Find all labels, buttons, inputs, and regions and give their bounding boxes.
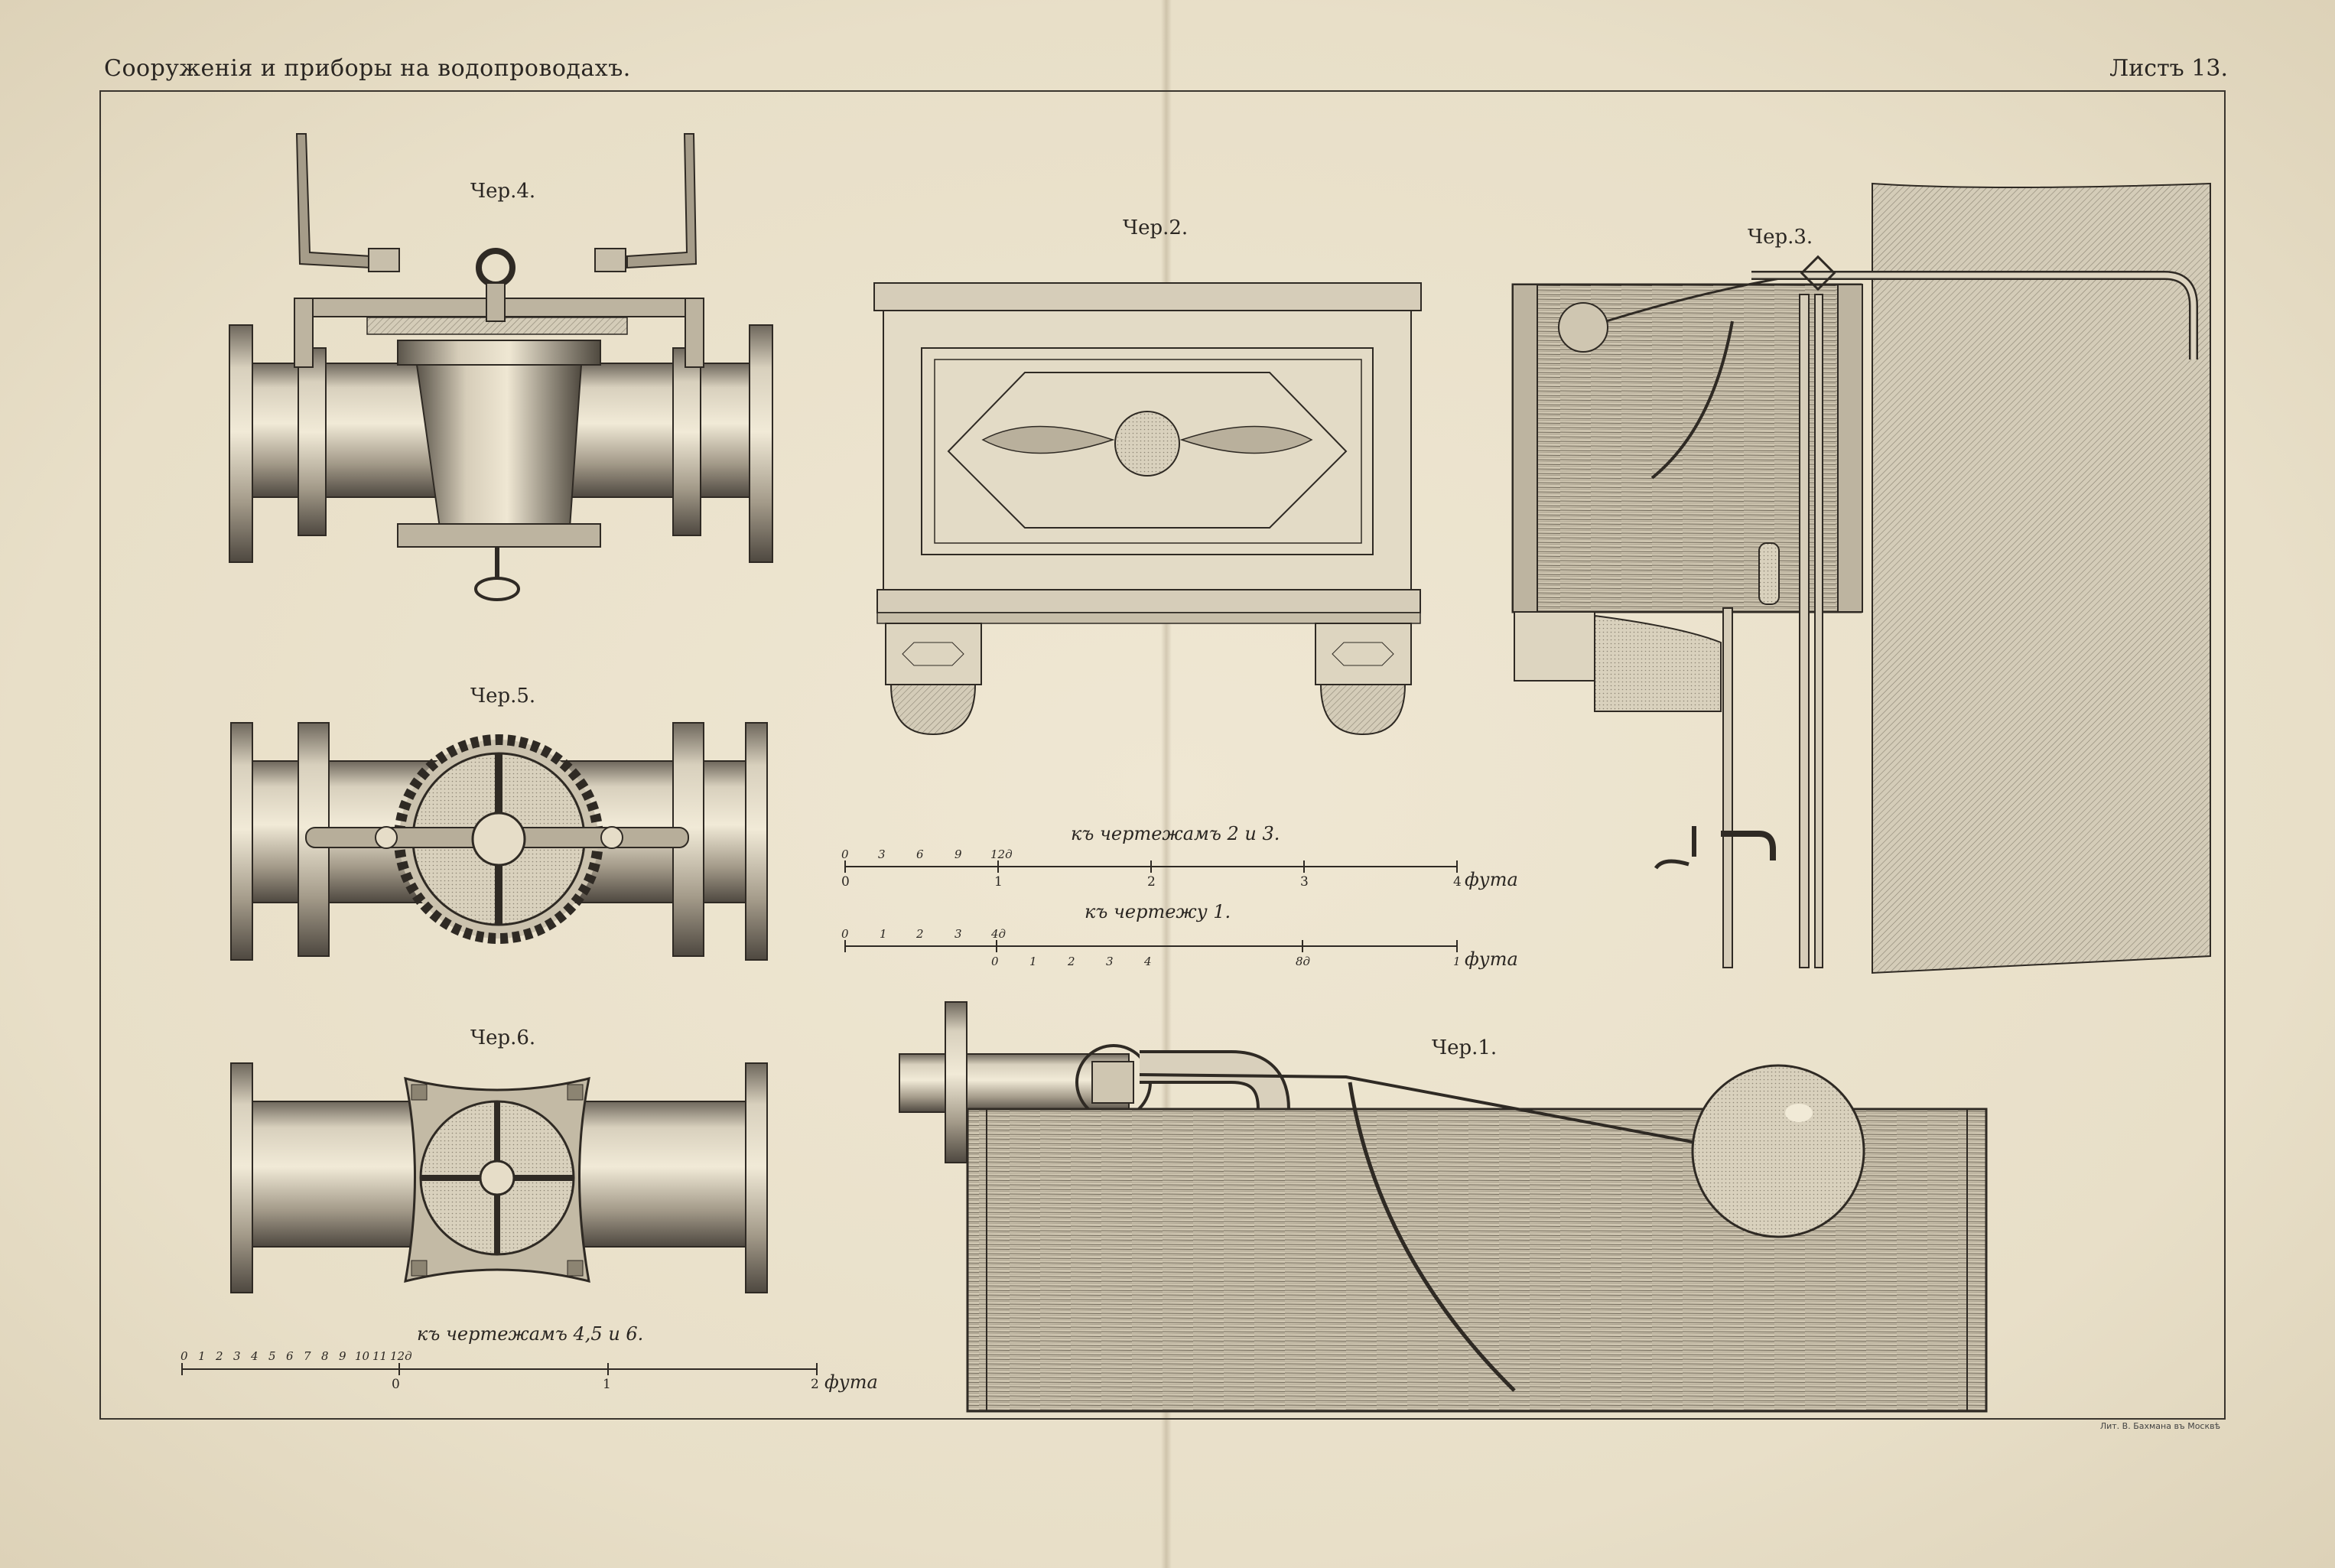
svg-text:2: 2: [1147, 874, 1156, 890]
svg-text:1: 1: [1029, 955, 1037, 968]
svg-text:2: 2: [915, 927, 924, 941]
svg-text:3: 3: [954, 927, 962, 941]
svg-text:фута: фута: [824, 1371, 878, 1393]
svg-text:9: 9: [339, 1349, 346, 1363]
svg-text:4: 4: [1143, 955, 1152, 968]
figure-1-label: Чер.1.: [1432, 1036, 1497, 1059]
scale-figures-2-3: къ чертежамъ 2 и 3. 0 3 6 9 12д 0 1 2 3 …: [841, 823, 1518, 890]
figure-6-label: Чер.6.: [470, 1026, 535, 1049]
figure-4-label: Чер.4.: [470, 180, 535, 203]
svg-text:5: 5: [268, 1349, 276, 1363]
figure-2-label: Чер.2.: [1123, 216, 1188, 239]
svg-text:3: 3: [1300, 874, 1309, 890]
svg-text:1: 1: [1453, 955, 1461, 968]
svg-text:0: 0: [841, 927, 849, 941]
svg-text:6: 6: [286, 1349, 294, 1363]
figure-5-pipe-gear-view: Чер.5.: [230, 685, 768, 961]
svg-text:2: 2: [1067, 955, 1075, 968]
figure-2-cistern-front: Чер.2.: [873, 216, 1422, 736]
svg-text:1: 1: [880, 927, 887, 941]
svg-text:3: 3: [233, 1349, 241, 1363]
svg-text:1: 1: [603, 1377, 611, 1392]
svg-text:1: 1: [994, 874, 1003, 890]
svg-text:11: 11: [372, 1349, 387, 1363]
scale-1-caption: къ чертежу 1.: [1085, 901, 1231, 922]
scale-figure-1: къ чертежу 1. 0 1 2 3 4д 0 1 2 3 4 8д 1 …: [841, 901, 1518, 970]
svg-text:1: 1: [198, 1349, 206, 1363]
plate-border: [99, 90, 2226, 1420]
figure-1-cistern-float-valve: Чер.1.: [899, 1001, 1988, 1413]
sheet-title: Сооруженія и приборы на водопроводахъ.: [104, 55, 631, 82]
svg-text:3: 3: [878, 847, 886, 861]
svg-text:7: 7: [304, 1349, 311, 1363]
svg-text:0: 0: [841, 874, 850, 890]
svg-text:2: 2: [215, 1349, 223, 1363]
svg-text:4д: 4д: [990, 927, 1006, 941]
svg-text:0: 0: [180, 1349, 188, 1363]
svg-text:0: 0: [991, 955, 999, 968]
figure-6-pipe-cover-view: Чер.6.: [230, 1026, 768, 1293]
figure-3-label: Чер.3.: [1748, 226, 1813, 249]
svg-text:3: 3: [1106, 955, 1114, 968]
lithographer-imprint: Лит. В. Бахмана въ Москвѣ: [2099, 1421, 2220, 1431]
svg-text:6: 6: [916, 847, 924, 861]
svg-text:фута: фута: [1465, 869, 1518, 890]
svg-text:8д: 8д: [1296, 955, 1310, 968]
svg-text:0: 0: [392, 1377, 400, 1392]
svg-text:12д: 12д: [390, 1349, 412, 1363]
scale-456-caption: къ чертежамъ 4,5 и 6.: [417, 1323, 643, 1345]
svg-text:12д: 12д: [990, 847, 1013, 861]
svg-text:9: 9: [954, 847, 962, 861]
figure-5-label: Чер.5.: [470, 685, 535, 708]
figure-3-cistern-section: Чер.3.: [1511, 182, 2211, 974]
sheet-number: Листъ 13.: [2109, 55, 2228, 82]
scale-23-caption: къ чертежамъ 2 и 3.: [1071, 823, 1280, 844]
svg-text:фута: фута: [1465, 948, 1518, 970]
figure-4-pipe-valve-elevation: Чер.4.: [229, 133, 773, 601]
scale-456-inch-ticks: 0 1 2 3 4 5 6 7 8 9 10 11 12д: [180, 1349, 412, 1363]
svg-text:0: 0: [841, 847, 849, 861]
svg-text:10: 10: [355, 1349, 370, 1363]
scale-figures-4-5-6: къ чертежамъ 4,5 и 6. 0 1 2 3 4 5 6 7 8 …: [180, 1323, 878, 1393]
svg-text:8: 8: [321, 1349, 329, 1363]
svg-text:4: 4: [1453, 874, 1462, 890]
svg-text:2: 2: [811, 1377, 819, 1392]
svg-text:4: 4: [250, 1349, 259, 1363]
